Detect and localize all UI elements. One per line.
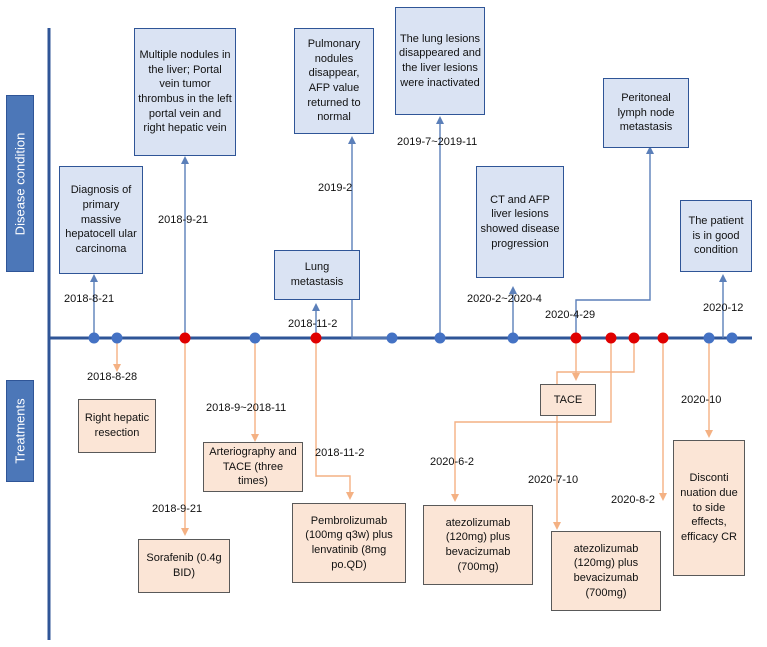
node-2018-11-2	[310, 332, 322, 344]
treatment-box-tace3: Arteriography and TACE (three times)	[203, 442, 303, 492]
treatment-box-pembro: Pembrolizumab (100mg q3w) plus lenvatini…	[292, 503, 406, 583]
treatment-connectors	[116, 338, 710, 530]
connector-down-pembro	[315, 338, 351, 494]
arrowhead-up-7	[646, 146, 654, 154]
disease-condition-label-text: Disease condition	[12, 132, 28, 235]
date-2018-11-2-axis: 2018-11-2	[288, 318, 338, 330]
date-2020-10: 2020-10	[681, 394, 722, 406]
node-2020-7-10	[628, 332, 640, 344]
connector-up-peritoneal	[575, 150, 651, 338]
treatment-box-resection: Right hepatic resection	[78, 399, 156, 453]
disease-box-nodules: Multiple nodules in the liver; Portal ve…	[134, 28, 236, 156]
treatment-box-atezo-2: atezolizumab (120mg) plus bevacizumab (7…	[551, 531, 661, 611]
arrowhead-down-5	[572, 373, 580, 381]
treatment-box-tace: TACE	[540, 384, 596, 416]
disease-condition-label: Disease condition	[6, 95, 34, 272]
arrowhead-up-5	[436, 116, 444, 124]
arrowhead-up-3	[312, 303, 320, 311]
connector-up-pulmonary	[351, 140, 392, 339]
date-2020-2-2020-4: 2020-2~2020-4	[467, 293, 542, 305]
date-2018-9-21-top: 2018-9-21	[158, 214, 209, 226]
disease-arrowheads	[90, 116, 727, 311]
node-2020-8-2	[657, 332, 669, 344]
node-2018-8-21	[88, 332, 100, 344]
arrowhead-up-2	[181, 156, 189, 164]
treatments-label: Treatments	[6, 380, 34, 482]
disease-connectors	[93, 120, 724, 339]
arrowhead-up-6	[509, 286, 517, 294]
date-2020-12: 2020-12	[703, 302, 744, 314]
node-2019-7	[434, 332, 446, 344]
arrowhead-down-6	[451, 494, 459, 502]
disease-box-progression: CT and AFP liver lesions showed disease …	[476, 166, 564, 278]
disease-box-good-condition: The patient is in good condition	[680, 200, 752, 272]
date-2018-9-2018-11: 2018-9~2018-11	[206, 402, 287, 414]
arrowhead-down-4	[346, 492, 354, 500]
treatment-box-atezo-1: atezolizumab (120mg) plus bevacizumab (7…	[423, 505, 533, 585]
date-2020-8-2: 2020-8-2	[611, 494, 656, 506]
disease-box-peritoneal: Peritoneal lymph node metastasis	[603, 78, 689, 148]
treatments-label-text: Treatments	[12, 398, 28, 464]
treatment-arrowheads	[113, 364, 713, 536]
arrowhead-up-1	[90, 274, 98, 282]
node-2020-12	[726, 332, 738, 344]
date-2018-9-21-bottom: 2018-9-21	[152, 503, 203, 515]
arrowhead-down-1	[113, 364, 121, 372]
arrowhead-down-8	[659, 493, 667, 501]
date-2020-6-2: 2020-6-2	[430, 456, 475, 468]
treatment-box-discontinuation: Disconti nuation due to side effects, ef…	[673, 440, 745, 576]
connector-down-atezo1	[454, 338, 612, 496]
node-2020-6-2	[605, 332, 617, 344]
connector-down-atezo2	[556, 338, 635, 524]
arrowhead-up-8	[719, 274, 727, 282]
node-2020-2	[507, 332, 519, 344]
disease-box-lung-metastasis: Lung metastasis	[274, 250, 360, 300]
date-2019-7-2019-11: 2019-7~2019-11	[397, 136, 478, 148]
arrowhead-up-4	[348, 136, 356, 144]
disease-box-lung-disappeared: The lung lesions disappeared and the liv…	[395, 7, 485, 115]
timeline-nodes	[88, 332, 738, 344]
arrowhead-down-3	[251, 434, 259, 442]
node-2020-10	[703, 332, 715, 344]
date-2018-11-2-bottom: 2018-11-2	[315, 447, 365, 459]
arrowhead-down-7	[553, 522, 561, 530]
date-2018-8-21: 2018-8-21	[64, 293, 115, 305]
disease-box-diagnosis: Diagnosis of primary massive hepatocell …	[59, 166, 143, 274]
arrowhead-down-9	[705, 430, 713, 438]
node-2020-4-29	[570, 332, 582, 344]
arrowhead-down-2	[181, 528, 189, 536]
treatment-box-sorafenib: Sorafenib (0.4g BID)	[138, 539, 230, 593]
date-2020-4-29: 2020-4-29	[545, 309, 596, 321]
date-2018-8-28: 2018-8-28	[87, 371, 138, 383]
node-2018-9-21	[179, 332, 191, 344]
node-2018-9-11	[249, 332, 261, 344]
date-2020-7-10: 2020-7-10	[528, 474, 579, 486]
node-2018-8-28	[111, 332, 123, 344]
date-2019-2: 2019-2	[318, 182, 353, 194]
disease-box-pulmonary: Pulmonary nodules disappear, AFP value r…	[294, 28, 374, 134]
node-2019-2	[386, 332, 398, 344]
